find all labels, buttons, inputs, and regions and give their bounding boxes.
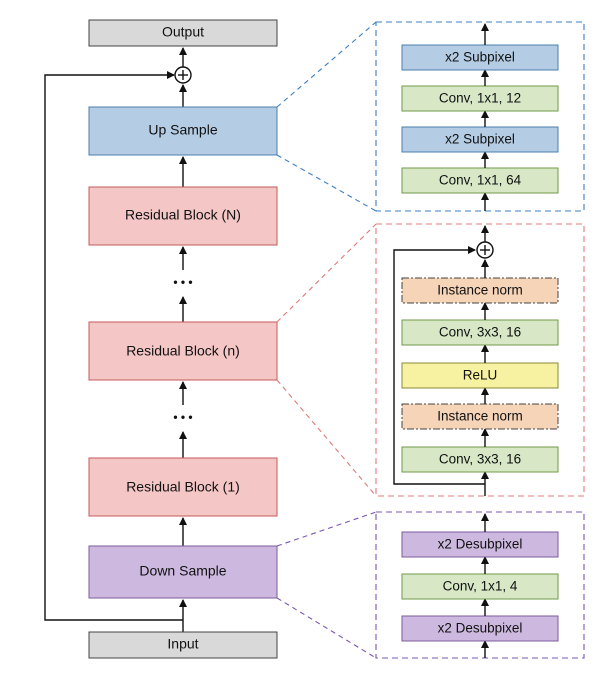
output-box-rect	[88, 19, 278, 47]
residual-block-1-rect	[88, 457, 278, 517]
down-sample-detail-panel	[375, 511, 585, 659]
main-sum-node	[174, 66, 192, 84]
desubpixel-top-rect	[401, 531, 559, 558]
subpixel-2-rect	[401, 126, 559, 153]
res-detail-sum-node	[476, 241, 494, 259]
ellipsis-upper: • • •	[173, 275, 192, 289]
residual-block-1: Residual Block (1)	[88, 457, 278, 517]
relu-label: ReLU	[463, 368, 498, 383]
res-detail-norm-bottom: Instance norm	[401, 403, 559, 430]
subpixel-1-rect	[401, 44, 559, 71]
subpixel-1-label: x2 Subpixel	[445, 50, 515, 65]
residual-skip-connection	[393, 246, 485, 485]
res-detail-connector-bottom	[276, 379, 377, 497]
conv-bottom-rect	[401, 446, 559, 473]
global-skip-connection	[44, 71, 183, 621]
input-box: Input	[88, 631, 278, 659]
down-sample-rect	[88, 545, 278, 599]
residual-detail-panel	[375, 223, 585, 497]
down-detail-conv-4: Conv, 1x1, 4	[401, 573, 559, 600]
subpixel-2-label: x2 Subpixel	[445, 132, 515, 147]
input-box-rect	[88, 631, 278, 659]
desubpixel-bottom-label: x2 Desubpixel	[438, 621, 523, 636]
up-detail-connector-bottom	[276, 154, 377, 212]
output-box: Output	[88, 19, 278, 47]
res-detail-conv-top: Conv, 3x3, 16	[401, 319, 559, 346]
down-sample-box: Down Sample	[88, 545, 278, 599]
residual-block-n: Residual Block (n)	[88, 321, 278, 381]
conv-64-label: Conv, 1x1, 64	[439, 173, 522, 188]
input-label: Input	[167, 636, 198, 652]
residual-block-N: Residual Block (N)	[88, 186, 278, 246]
down-detail-desubpixel-top: x2 Desubpixel	[401, 531, 559, 558]
ellipsis-lower: • • •	[173, 410, 192, 424]
norm-top-label: Instance norm	[437, 283, 523, 298]
residual-block-1-label: Residual Block (1)	[126, 479, 240, 495]
down-sample-label: Down Sample	[139, 563, 226, 579]
up-sample-label: Up Sample	[148, 122, 217, 138]
residual-block-N-rect	[88, 186, 278, 246]
conv-top-rect	[401, 319, 559, 346]
down-detail-desubpixel-bottom: x2 Desubpixel	[401, 615, 559, 642]
down-detail-connector-bottom	[276, 597, 377, 659]
up-sample-box: Up Sample	[88, 106, 278, 156]
conv-64-rect	[401, 167, 559, 194]
res-detail-connector-top	[276, 223, 377, 323]
res-detail-conv-bottom: Conv, 3x3, 16	[401, 446, 559, 473]
conv-4-label: Conv, 1x1, 4	[443, 579, 518, 594]
norm-top-rect	[401, 277, 559, 304]
desubpixel-bottom-rect	[401, 615, 559, 642]
conv-top-label: Conv, 3x3, 16	[439, 325, 521, 340]
up-detail-subpixel-2: x2 Subpixel	[401, 126, 559, 153]
residual-block-N-label: Residual Block (N)	[125, 207, 241, 223]
residual-block-n-rect	[88, 321, 278, 381]
conv-12-label: Conv, 1x1, 12	[439, 91, 521, 106]
up-sample-rect	[88, 106, 278, 156]
conv-bottom-label: Conv, 3x3, 16	[439, 452, 521, 467]
residual-block-n-label: Residual Block (n)	[126, 343, 240, 359]
down-detail-connector-top	[276, 511, 377, 547]
output-label: Output	[162, 24, 204, 40]
up-detail-conv-12: Conv, 1x1, 12	[401, 85, 559, 112]
up-detail-subpixel-1: x2 Subpixel	[401, 44, 559, 71]
conv-12-rect	[401, 85, 559, 112]
res-detail-relu: ReLU	[401, 362, 559, 389]
desubpixel-top-label: x2 Desubpixel	[438, 537, 523, 552]
up-sample-detail-panel	[375, 21, 585, 212]
relu-rect	[401, 362, 559, 389]
norm-bottom-label: Instance norm	[437, 409, 523, 424]
norm-bottom-rect	[401, 403, 559, 430]
up-detail-connector-top	[276, 21, 377, 108]
conv-4-rect	[401, 573, 559, 600]
up-detail-conv-64: Conv, 1x1, 64	[401, 167, 559, 194]
res-detail-norm-top: Instance norm	[401, 277, 559, 304]
